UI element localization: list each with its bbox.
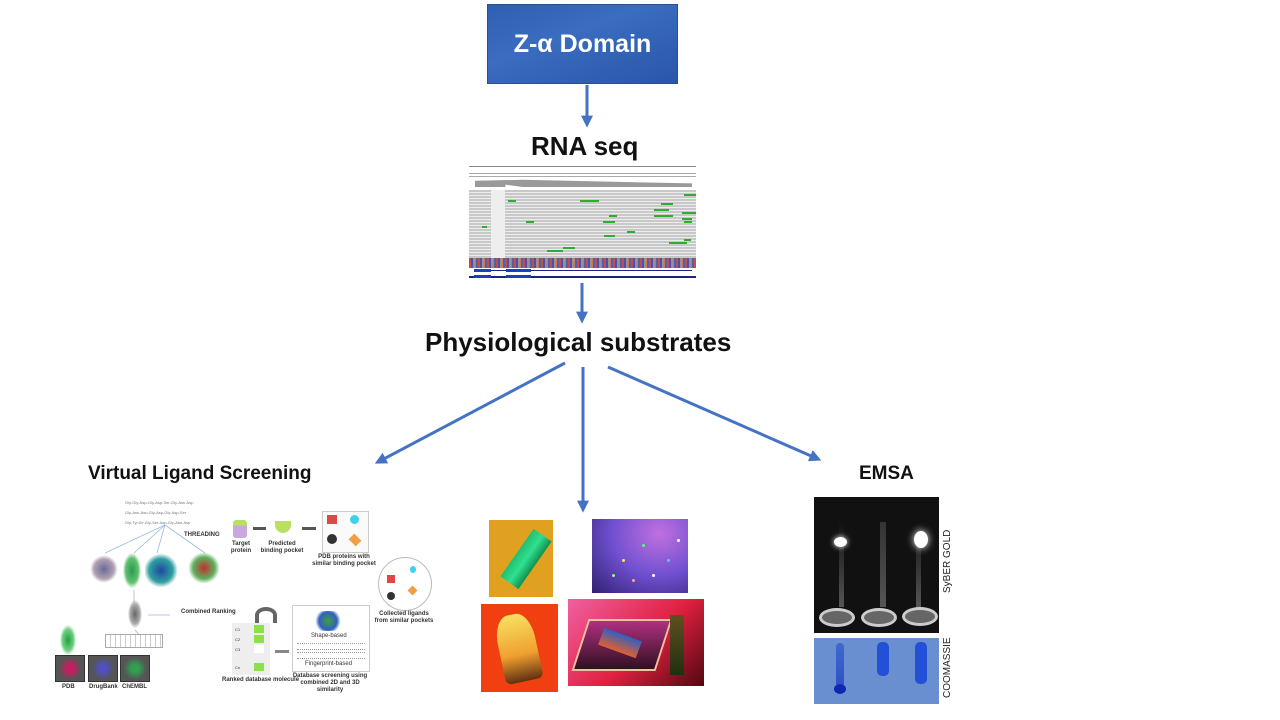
virtual-ligand-screening-figure: Gly-Gly-Asp-Gly-Asp-Ser-Gly-Asn-Asp Gly-… xyxy=(50,495,450,705)
database-screening-panel: Shape-based Fingerprint-based xyxy=(292,605,370,672)
rank-label: C2 xyxy=(235,637,241,642)
arrow-icon xyxy=(275,650,289,653)
drugbank-label: DrugBank xyxy=(89,684,118,690)
coomassie-gel-image xyxy=(814,638,939,704)
protein-structure-icon xyxy=(188,553,220,583)
pdb-label: PDB xyxy=(62,684,75,690)
virtual-ligand-screening-heading: Virtual Ligand Screening xyxy=(88,463,312,484)
chembl-thumbnail xyxy=(120,655,150,682)
protein-structure-icon xyxy=(123,553,141,588)
combined-ranking-label: Combined Ranking xyxy=(181,609,236,615)
arrow-icon xyxy=(253,527,266,530)
protein-structure-icon xyxy=(145,553,177,588)
rank-label: C3 xyxy=(235,647,241,652)
ranked-molecule-label: Ranked database molecule xyxy=(222,677,300,683)
protein-structure-icon xyxy=(90,555,118,583)
z-alpha-domain-box: Z-α Domain xyxy=(487,4,678,84)
receptor-icon xyxy=(255,607,277,623)
target-protein-icon xyxy=(233,520,247,538)
coverage-track xyxy=(475,179,692,187)
pdb-proteins-panel xyxy=(322,511,369,553)
rna-seq-heading: RNA seq xyxy=(531,131,639,161)
rank-label: Cn xyxy=(235,665,241,670)
fingerprint-based-label: Fingerprint-based xyxy=(305,661,353,667)
rna-seq-browser-image xyxy=(469,163,696,279)
physiological-substrates-heading: Physiological substrates xyxy=(425,327,732,357)
binding-pocket-label: Predicted binding pocket xyxy=(260,541,304,554)
z-alpha-domain-label: Z-α Domain xyxy=(513,29,652,58)
variant-track xyxy=(469,258,696,268)
collected-ligands-circle xyxy=(378,557,432,611)
database-screening-label: Database screening using combined 2D and… xyxy=(292,673,368,693)
purple-microcrystals-image xyxy=(592,519,688,593)
orange-crystal-image xyxy=(481,604,558,692)
shape-based-label: Shape-based xyxy=(311,633,347,639)
arrow-substrates-to-emsa xyxy=(607,365,822,462)
syber-gold-label: SyBER GOLD xyxy=(942,529,953,593)
rank-label: C1 xyxy=(235,627,241,632)
ranked-list: C1 C2 C3 Cn xyxy=(232,623,270,675)
target-protein-label: Target protein xyxy=(230,541,252,554)
syber-gold-gel-image xyxy=(814,497,939,633)
protein-structure-icon xyxy=(60,625,76,655)
green-crystal-image xyxy=(489,520,553,597)
chembl-label: ChEMBL xyxy=(122,684,147,690)
pdb-proteins-label: PDB proteins with similar binding pocket xyxy=(312,554,376,567)
emsa-heading: EMSA xyxy=(859,463,914,484)
drugbank-thumbnail xyxy=(88,655,118,682)
collected-ligands-label: Collected ligands from similar pockets xyxy=(374,611,434,624)
threading-label: THREADING xyxy=(184,532,220,538)
arrow-icon xyxy=(302,527,316,530)
red-prism-crystal-image xyxy=(568,599,704,686)
protein-structure-icon xyxy=(128,600,142,628)
arrow-substrates-to-vls xyxy=(374,361,566,464)
binding-pocket-icon xyxy=(275,521,291,533)
pdb-thumbnail xyxy=(55,655,85,682)
coomassie-label: COOMASSIE xyxy=(942,637,953,698)
